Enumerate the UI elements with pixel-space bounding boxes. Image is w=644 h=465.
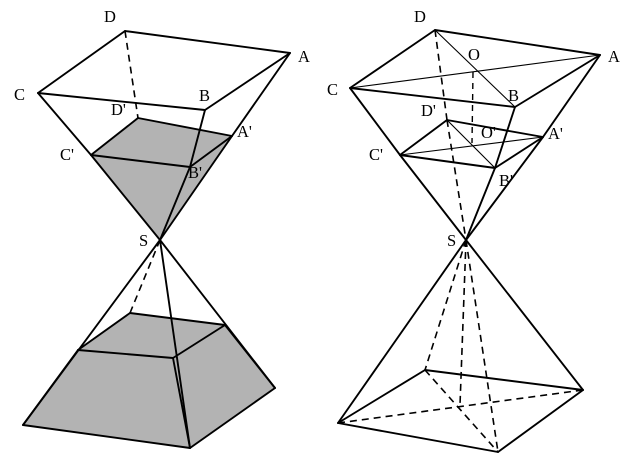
edge-M1-L1 bbox=[22, 349, 79, 426]
edge-Dp-Ap bbox=[137, 117, 233, 137]
edge-D-A bbox=[124, 30, 291, 54]
right-lower-pyramid bbox=[337, 239, 584, 453]
r-label-D-prime: D' bbox=[421, 101, 436, 120]
edge-D-Dp-hidden bbox=[124, 30, 139, 119]
r-label-C: C bbox=[327, 80, 338, 99]
r-edge-S-center-hidden bbox=[459, 239, 467, 406]
label-C: C bbox=[14, 85, 25, 104]
edge-M2-M1 bbox=[77, 349, 174, 359]
r-edge-S-P3 bbox=[465, 239, 584, 391]
r-edge-D-Dp-hidden bbox=[434, 29, 448, 121]
r-edge-P4-P3 bbox=[424, 369, 584, 391]
r-label-C-prime: C' bbox=[369, 145, 383, 164]
right-upper-frustum bbox=[349, 29, 601, 169]
left-figure-labels: D A C B D' A' C' B' S bbox=[14, 7, 310, 250]
edge-M3-L3 bbox=[224, 324, 276, 389]
edge-D-C bbox=[37, 30, 126, 94]
r-edge-Bp-S bbox=[465, 167, 496, 241]
shaded-front-left-face bbox=[91, 155, 190, 240]
r-edge-Ap-S bbox=[465, 136, 544, 241]
edge-M1-M4 bbox=[77, 312, 131, 351]
r-label-D: D bbox=[414, 7, 426, 26]
edge-Ap-Bp bbox=[189, 135, 233, 168]
r-edge-S-P1 bbox=[337, 239, 467, 424]
edge-M3-M2 bbox=[172, 324, 226, 359]
r-label-A: A bbox=[608, 47, 620, 66]
r-diagonal-C-A bbox=[349, 54, 601, 89]
r-edge-Dp-S-hidden bbox=[446, 119, 467, 241]
label-B-prime: B' bbox=[188, 163, 202, 182]
r-edge-S-P2-hidden bbox=[465, 239, 499, 453]
edge-C-Cp bbox=[37, 92, 92, 156]
r-edge-P1-P2 bbox=[337, 422, 499, 453]
edge-Dp-Cp bbox=[90, 117, 139, 156]
edge-A-Ap bbox=[231, 52, 291, 137]
r-edge-B-Bp bbox=[494, 106, 516, 169]
r-edge-Cp-S bbox=[399, 154, 467, 241]
r-label-B-prime: B' bbox=[499, 171, 513, 190]
left-upper-frustum bbox=[37, 30, 291, 168]
r-label-A-prime: A' bbox=[548, 124, 563, 143]
edge-S-L4-hidden bbox=[129, 239, 161, 314]
edge-Cp-S bbox=[90, 154, 161, 241]
r-diagonal-Cp-Ap bbox=[399, 136, 544, 156]
r-edge-B-A bbox=[514, 54, 601, 108]
right-figure-labels: D O A C B D' O' A' C' B' S bbox=[327, 7, 620, 250]
label-D: D bbox=[104, 7, 116, 26]
r-edge-Cp-Bp bbox=[399, 154, 496, 169]
label-B: B bbox=[199, 86, 210, 105]
label-S: S bbox=[139, 231, 148, 250]
edge-M4-M3 bbox=[129, 312, 226, 326]
left-inner-pyramid bbox=[90, 117, 233, 241]
shaded-top-square bbox=[91, 118, 232, 167]
r-label-S: S bbox=[447, 231, 456, 250]
r-edge-S-P4-hidden bbox=[424, 239, 467, 371]
r-diagonal-D-B bbox=[434, 29, 516, 108]
label-D-prime: D' bbox=[111, 100, 126, 119]
r-edge-P2-P3 bbox=[497, 389, 584, 453]
r-edge-P1-P4 bbox=[337, 369, 426, 424]
r-edge-C-B bbox=[349, 87, 516, 108]
right-inner-pyramid bbox=[399, 119, 544, 241]
label-C-prime: C' bbox=[60, 145, 74, 164]
edge-Cp-Bp bbox=[90, 154, 191, 168]
r-label-O-prime: O' bbox=[481, 123, 496, 142]
right-figure bbox=[337, 29, 601, 453]
edge-M2-L2 bbox=[172, 357, 191, 449]
edge-L2-L3 bbox=[189, 387, 276, 449]
shaded-frustum-right-face bbox=[173, 325, 275, 448]
r-diagonal-Dp-Bp bbox=[446, 119, 496, 169]
r-label-B: B bbox=[508, 86, 519, 105]
r-edge-A-Ap bbox=[542, 54, 601, 138]
r-edge-D-C bbox=[349, 29, 436, 89]
r-edge-D-A bbox=[434, 29, 601, 56]
r-edge-O-Op-hidden bbox=[471, 71, 474, 144]
r-label-O: O bbox=[468, 45, 480, 64]
left-figure bbox=[22, 30, 291, 449]
edge-C-B bbox=[37, 92, 206, 111]
shaded-frustum-left-face bbox=[23, 350, 190, 448]
r-edge-C-Cp bbox=[349, 87, 401, 156]
r-edge-Dp-Ap bbox=[446, 119, 544, 138]
edge-B-Bp bbox=[189, 109, 206, 168]
r-base-diagonal-P1-P3 bbox=[337, 389, 584, 424]
left-shaded-regions bbox=[23, 118, 275, 448]
r-base-diagonal-P4-P2 bbox=[424, 369, 499, 453]
edge-Bp-S bbox=[159, 166, 191, 241]
edge-L1-L2 bbox=[22, 424, 191, 449]
r-edge-Ap-Bp bbox=[494, 136, 544, 169]
edge-Ap-S bbox=[159, 135, 233, 241]
edge-B-A bbox=[204, 52, 291, 111]
r-edge-Dp-Cp bbox=[399, 119, 448, 156]
label-A: A bbox=[298, 47, 310, 66]
edge-S-L2 bbox=[159, 239, 191, 449]
left-lower-solid bbox=[22, 239, 276, 449]
label-A-prime: A' bbox=[237, 122, 252, 141]
